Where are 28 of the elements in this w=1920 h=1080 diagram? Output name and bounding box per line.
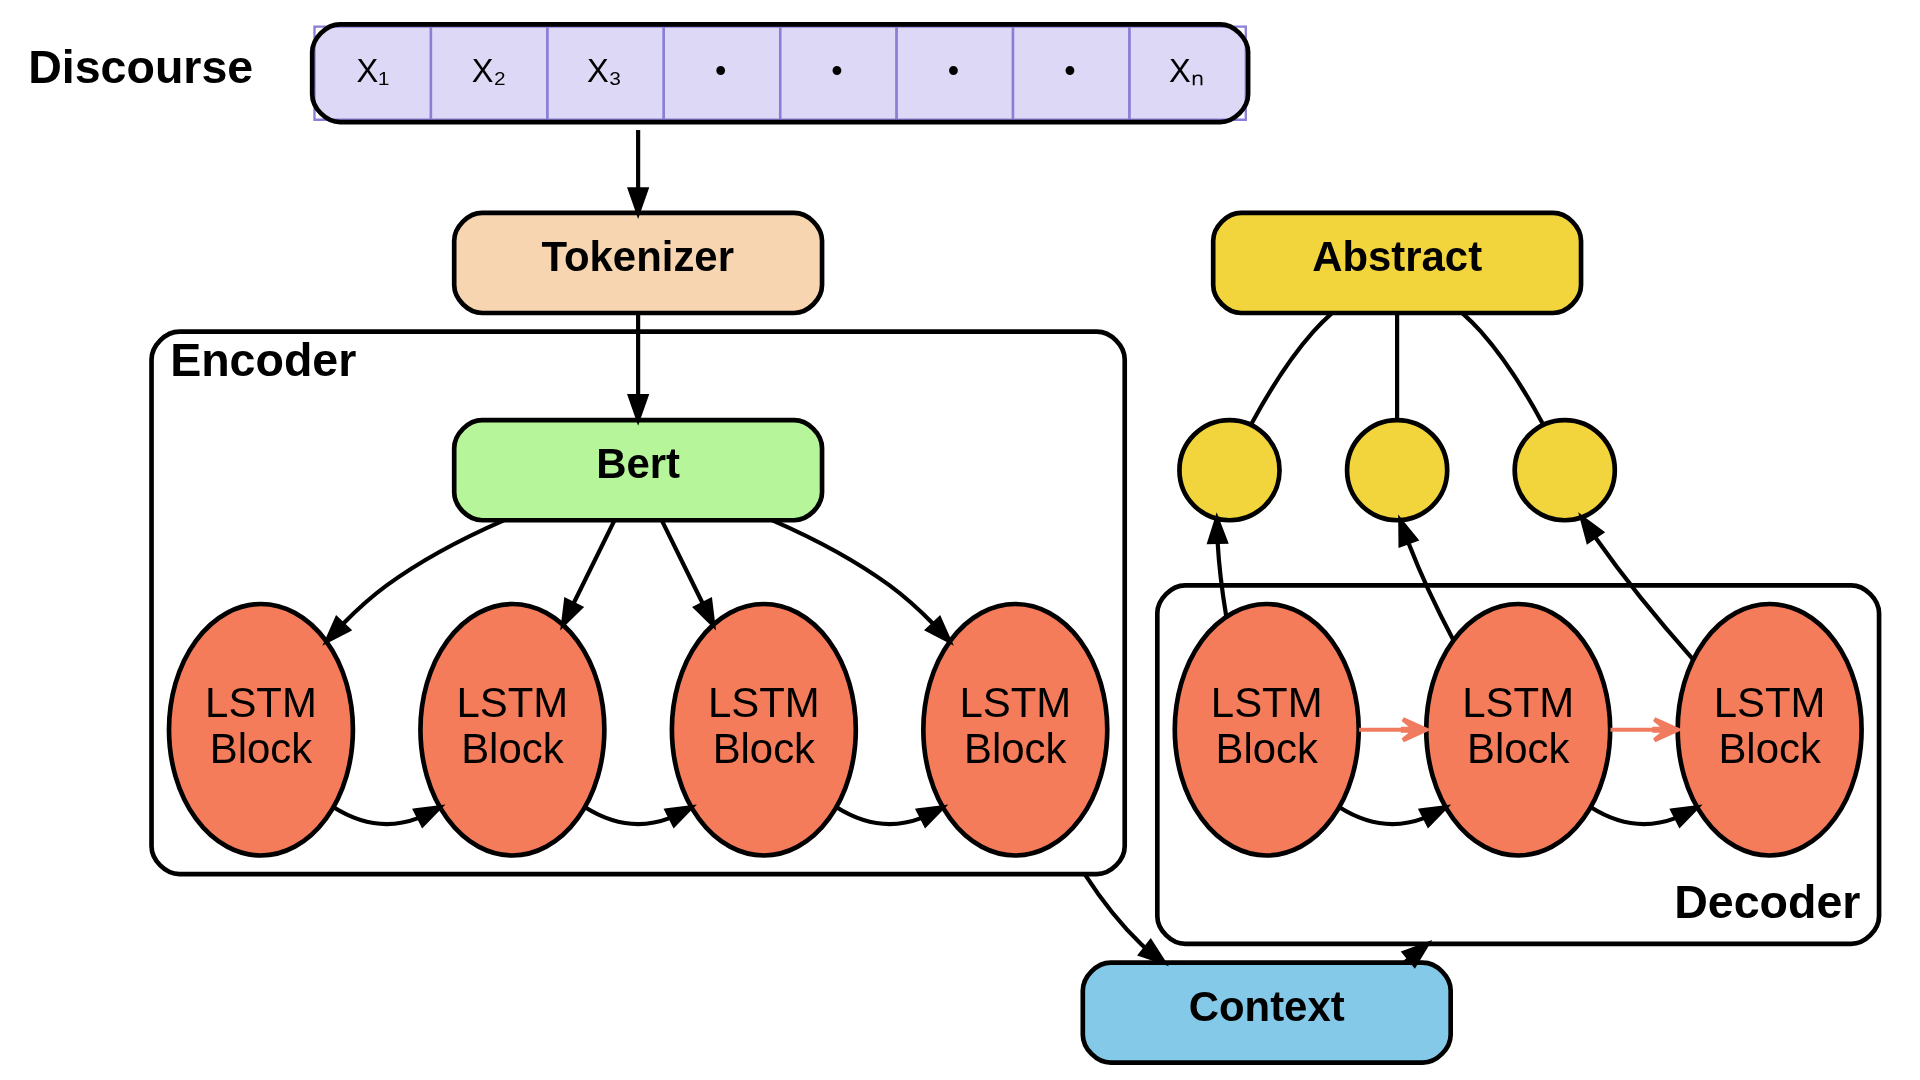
node-ellipse: LSTM Block <box>669 601 859 858</box>
connector <box>1395 313 1400 420</box>
arrow <box>1359 717 1429 743</box>
node-box: Bert <box>451 417 825 523</box>
arrow <box>1206 512 1229 617</box>
arrow <box>627 313 650 426</box>
arrow <box>1578 512 1695 661</box>
arrow <box>1398 514 1455 641</box>
node-box: Context <box>1080 960 1453 1065</box>
arrow <box>584 804 697 829</box>
node-circle <box>1177 417 1282 523</box>
node-box: Tokenizer <box>451 210 825 316</box>
node-label: Discourse <box>28 40 254 93</box>
arrow <box>1338 804 1452 829</box>
node-ellipse: LSTM Block <box>1675 601 1864 858</box>
arrow <box>835 804 949 829</box>
arrow <box>1610 717 1680 743</box>
node-circle <box>1512 417 1618 523</box>
node-circle <box>1344 417 1450 523</box>
arrow <box>332 804 446 829</box>
arrow <box>627 130 650 220</box>
node-ellipse: LSTM Block <box>1172 601 1362 858</box>
arrow <box>560 519 617 631</box>
arrow <box>1589 804 1703 829</box>
node-ellipse: LSTM Block <box>1423 601 1613 858</box>
node-box: Abstract <box>1210 210 1584 316</box>
arrow <box>659 519 717 631</box>
node-ellipse: LSTM Block <box>418 601 607 858</box>
